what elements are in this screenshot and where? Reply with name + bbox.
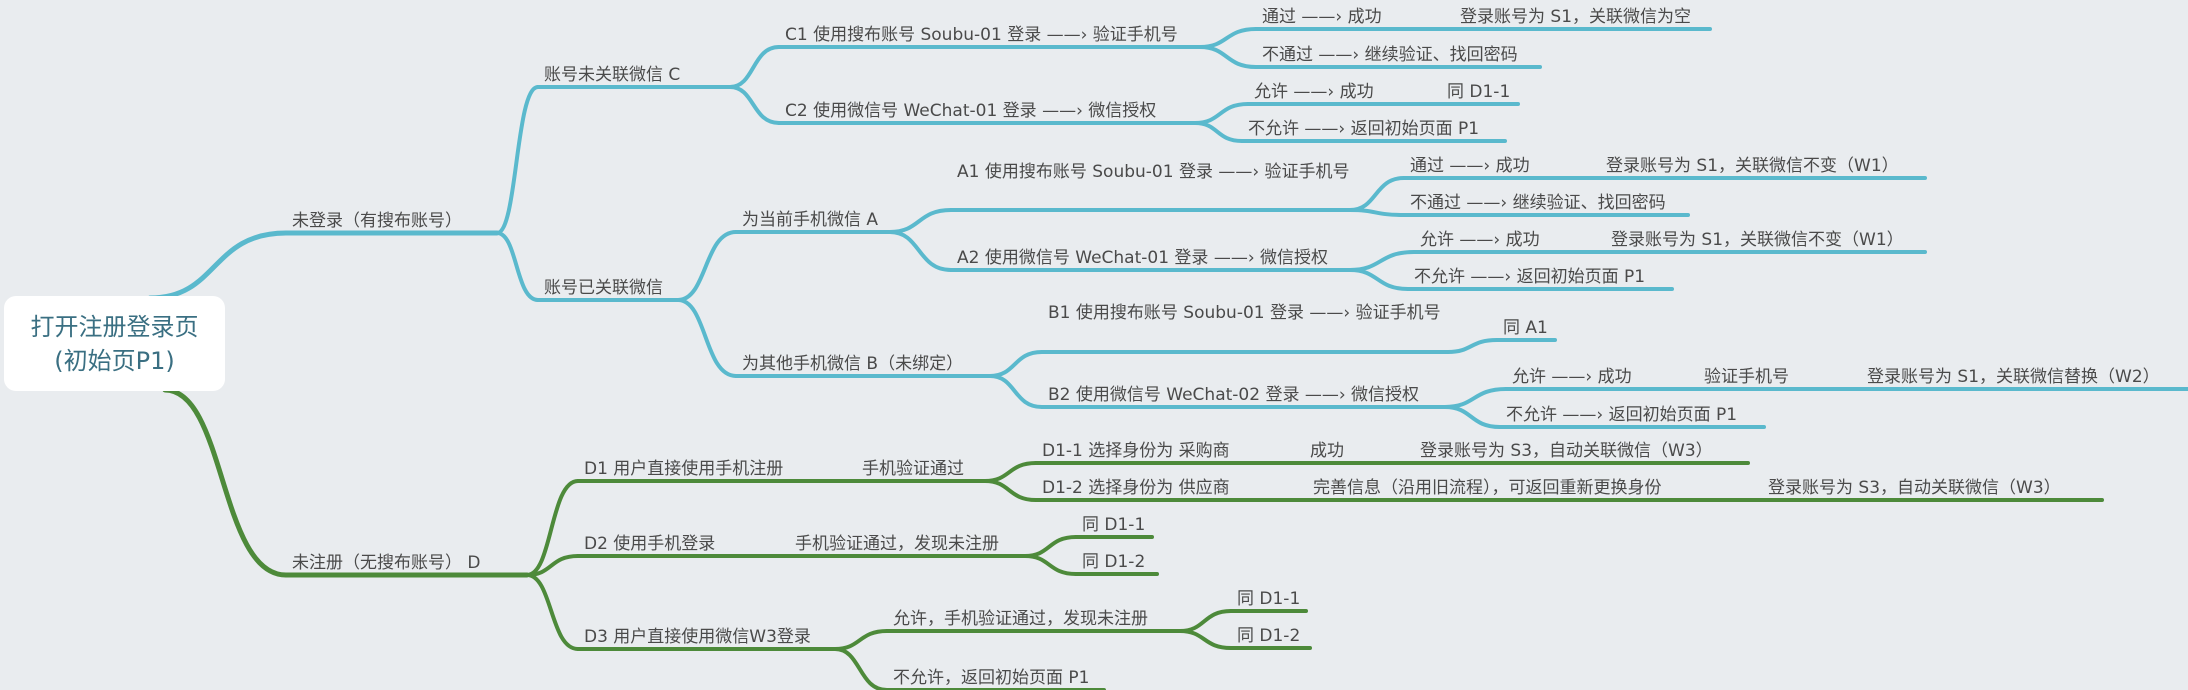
n-reg-to-n-d1-connector [525,479,580,577]
n-unlinked-label[interactable]: 账号未关联微信 C [544,65,681,85]
root-to-n-login-connector [147,230,289,301]
n-d2-label[interactable]: D2 使用手机登录 [584,534,716,554]
n-d12-r-label[interactable]: 登录账号为 S3，自动关联微信（W3） [1768,478,2061,498]
n-a2-to-n-a2-deny-connector [1348,268,1410,291]
n-a1-label[interactable]: A1 使用搜布账号 Soubu-01 登录 ——› 验证手机号 [957,162,1350,182]
n-d2-v-to-n-d2-b-connector [1023,554,1078,576]
n-b2-allow-r-label[interactable]: 登录账号为 S1，关联微信替换（W2） [1867,367,2160,387]
n-d3-allow-to-n-d3-a-connector [1178,609,1233,633]
n-b2-to-n-b2-allow-connector [1443,387,1508,409]
n-d3-a-label[interactable]: 同 D1-1 [1237,589,1301,609]
n-d11-r-label[interactable]: 登录账号为 S3，自动关联微信（W3） [1420,441,1713,461]
n-d3-label[interactable]: D3 用户直接使用微信W3登录 [584,627,811,647]
n-reg-to-n-d2-connector [525,554,580,577]
n-d3-to-n-d3-deny-connector [833,647,889,690]
n-login-label[interactable]: 未登录（有搜布账号） [292,211,462,231]
n-a-label[interactable]: 为当前手机微信 A [742,210,879,230]
n-b2-to-n-b2-deny-connector [1443,405,1502,429]
n-linked-label[interactable]: 账号已关联微信 [544,278,663,298]
n-c2-to-n-c2-allow-connector [1193,102,1250,125]
n-b1-to-n-b1-same-connector [1446,338,1499,354]
root-to-n-reg-connector [162,387,289,578]
n-unlinked-to-n-c1-connector [728,45,781,89]
n-d2-a-label[interactable]: 同 D1-1 [1082,515,1146,535]
n-a2-label[interactable]: A2 使用微信号 WeChat-01 登录 ——› 微信授权 [957,248,1329,268]
n-d3-deny-label[interactable]: 不允许，返回初始页面 P1 [893,668,1090,688]
n-a1-pass-r-label[interactable]: 登录账号为 S1，关联微信不变（W1） [1606,156,1899,176]
n-a2-allow-label[interactable]: 允许 ——› 成功 [1420,230,1540,250]
n-a-to-n-a1-connector [888,208,953,234]
n-d2-v-to-n-d2-a-connector [1023,535,1078,558]
n-a2-allow-r-label[interactable]: 登录账号为 S1，关联微信不变（W1） [1611,230,1904,250]
root-title-line2: (初始页P1) [54,346,175,375]
n-c1-fail-label[interactable]: 不通过 ——› 继续验证、找回密码 [1262,45,1518,65]
n-a2-to-n-a2-allow-connector [1348,250,1416,272]
n-c2-allow-r-label[interactable]: 同 D1-1 [1447,82,1511,102]
n-b2-allow-m-label[interactable]: 验证手机号 [1704,367,1789,387]
root-node[interactable]: 打开注册登录页 (初始页P1) [4,296,225,391]
n-d3-b-label[interactable]: 同 D1-2 [1237,626,1301,646]
n-c1-to-n-c1-fail-connector [1198,45,1258,69]
n-a1-to-n-a1-pass-connector [1348,176,1406,212]
mindmap-connectors [147,26,2188,690]
n-d1-v-label[interactable]: 手机验证通过 [862,459,964,479]
n-c1-pass-r-label[interactable]: 登录账号为 S1，关联微信为空 [1460,7,1692,27]
n-d12-label[interactable]: D1-2 选择身份为 供应商 [1042,478,1230,498]
root-title-line1: 打开注册登录页 [30,312,199,341]
n-b1-same-label[interactable]: 同 A1 [1503,318,1548,338]
n-c1-label[interactable]: C1 使用搜布账号 Soubu-01 登录 ——› 验证手机号 [785,25,1178,45]
n-d2-v-label[interactable]: 手机验证通过，发现未注册 [795,534,999,554]
n-d3-to-n-d3-allow-connector [833,629,889,651]
n-d11-ok-label[interactable]: 成功 [1310,441,1344,461]
n-unlinked-to-n-c2-connector [728,85,781,125]
n-d1-label[interactable]: D1 用户直接使用手机注册 [584,459,784,479]
n-d12-info-label[interactable]: 完善信息（沿用旧流程），可返回重新更换身份 [1313,478,1662,498]
n-a-to-n-a2-connector [888,230,953,272]
n-d3-allow-to-n-d3-b-connector [1178,629,1233,650]
n-a1-to-n-a1-fail-connector [1348,208,1406,217]
n-c2-allow-label[interactable]: 允许 ——› 成功 [1254,82,1374,102]
n-b1-label[interactable]: B1 使用搜布账号 Soubu-01 登录 ——› 验证手机号 [1048,303,1441,323]
n-d1-v-to-n-d12-connector [983,479,1038,502]
n-a1-fail-label[interactable]: 不通过 ——› 继续验证、找回密码 [1410,193,1666,213]
n-c1-to-n-c1-pass-connector [1198,27,1258,49]
n-d1-v-to-n-d11-connector [983,461,1038,483]
n-b-to-n-b1-connector [988,350,1044,378]
n-b2-deny-label[interactable]: 不允许 ——› 返回初始页面 P1 [1506,405,1738,425]
n-reg-label[interactable]: 未注册（无搜布账号） D [292,553,481,573]
n-c2-to-n-c2-deny-connector [1193,121,1244,143]
n-a2-deny-label[interactable]: 不允许 ——› 返回初始页面 P1 [1414,267,1646,287]
n-b2-allow-label[interactable]: 允许 ——› 成功 [1512,367,1632,387]
n-d11-label[interactable]: D1-1 选择身份为 采购商 [1042,441,1230,461]
n-reg-to-n-d3-connector [525,573,580,651]
n-c2-label[interactable]: C2 使用微信号 WeChat-01 登录 ——› 微信授权 [785,101,1157,121]
n-d2-b-label[interactable]: 同 D1-2 [1082,552,1146,572]
n-a1-pass-label[interactable]: 通过 ——› 成功 [1410,156,1530,176]
n-c2-deny-label[interactable]: 不允许 ——› 返回初始页面 P1 [1248,119,1480,139]
n-c1-pass-label[interactable]: 通过 ——› 成功 [1262,7,1382,27]
n-d3-allow-label[interactable]: 允许，手机验证通过，发现未注册 [893,609,1148,629]
n-linked-to-n-a-connector [676,230,738,302]
n-linked-to-n-b-connector [676,298,738,378]
n-login-to-n-linked-connector [495,231,540,302]
n-b2-label[interactable]: B2 使用微信号 WeChat-02 登录 ——› 微信授权 [1048,385,1420,405]
n-b-to-n-b2-connector [988,374,1044,409]
n-login-to-n-unlinked-connector [495,85,540,235]
n-b-label[interactable]: 为其他手机微信 B（未绑定） [742,354,964,374]
